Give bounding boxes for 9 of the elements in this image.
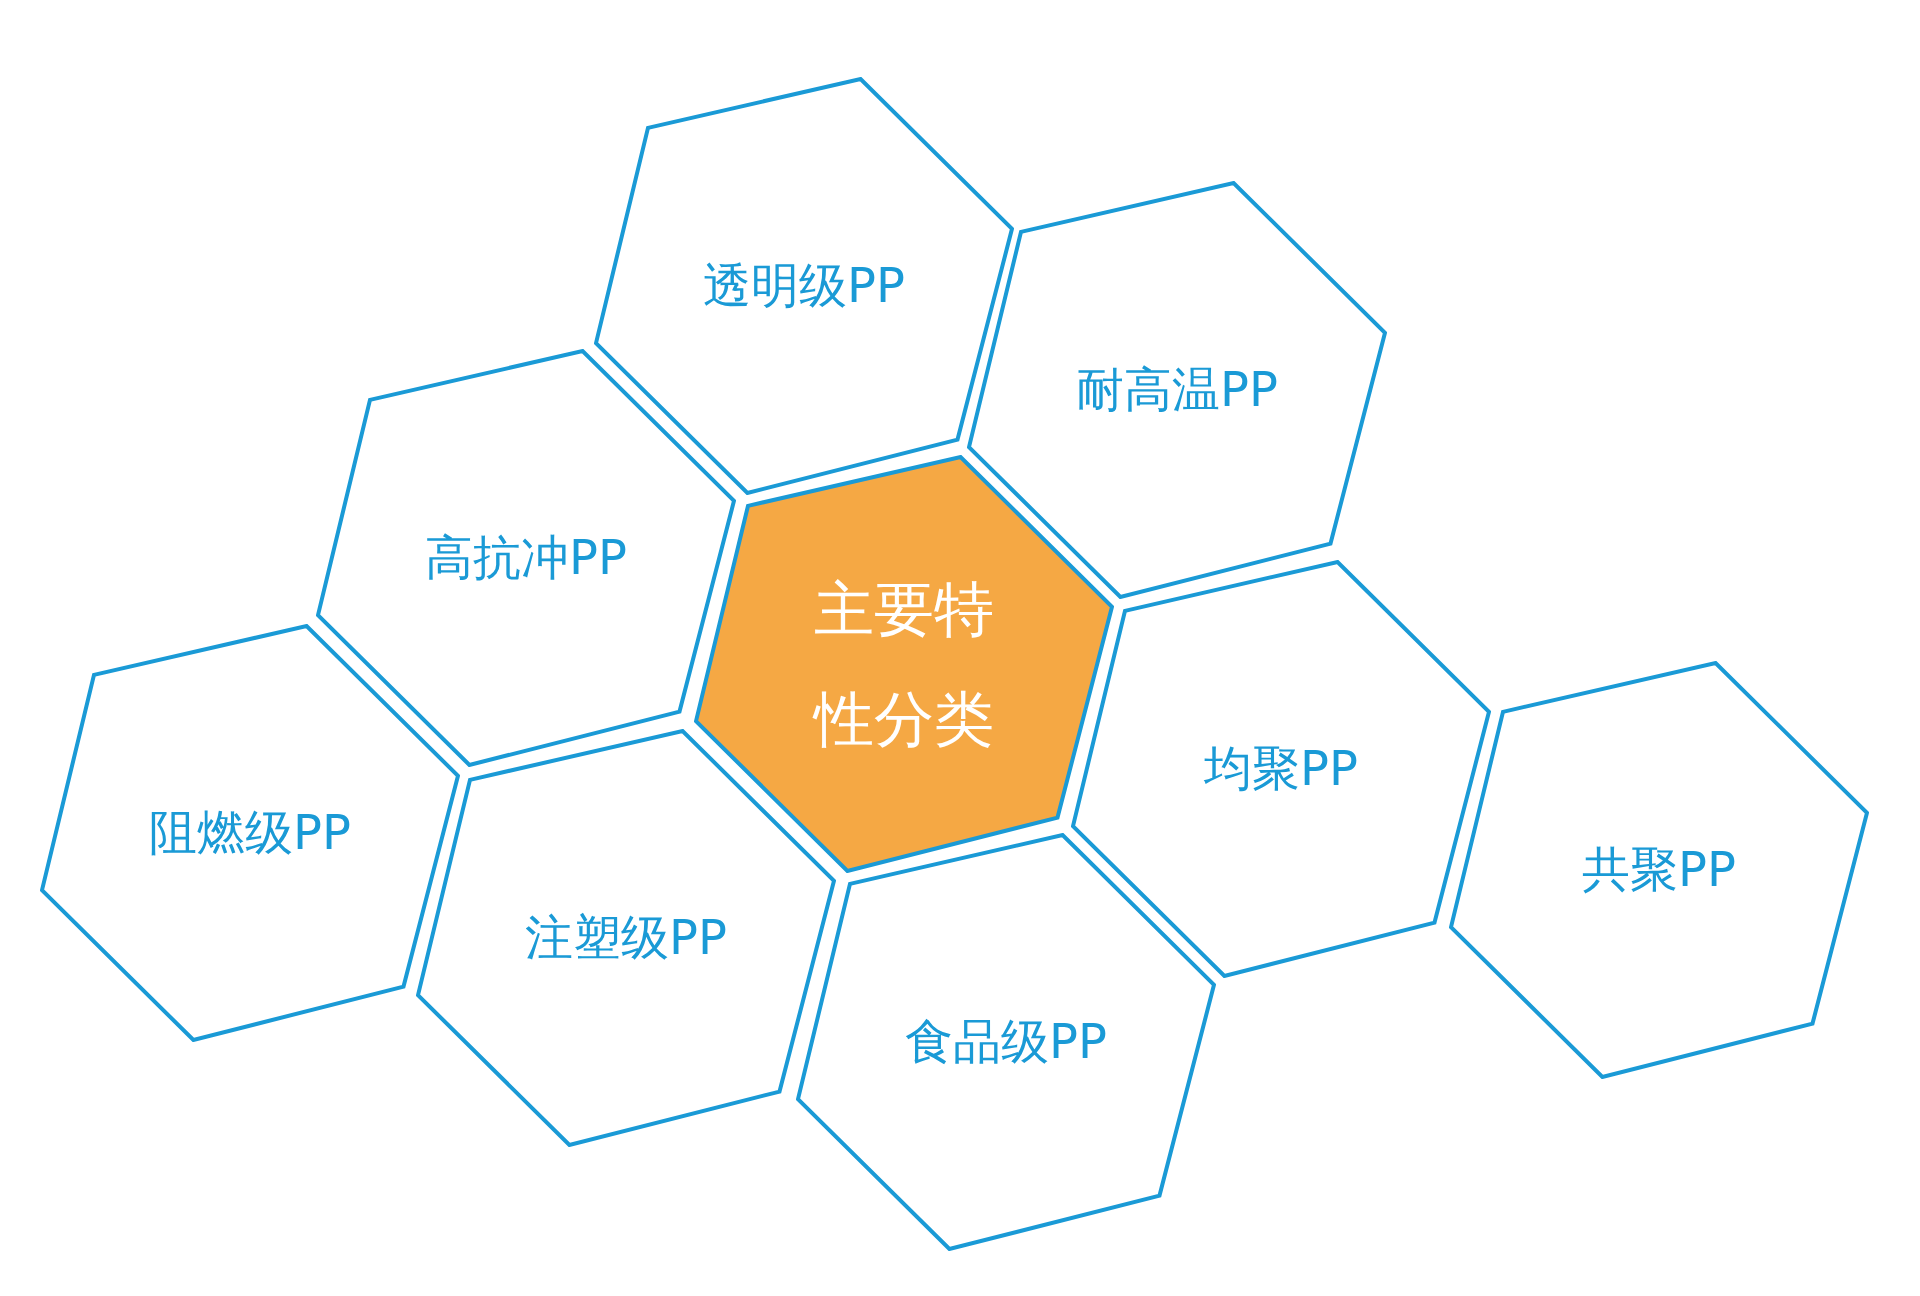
category-label: 阻燃级PP bbox=[149, 803, 351, 862]
category-label: 耐高温PP bbox=[1076, 360, 1278, 419]
category-label: 食品级PP bbox=[905, 1012, 1107, 1071]
category-label: 均聚PP bbox=[1204, 739, 1358, 798]
center-title: 主要特性分类 bbox=[811, 573, 995, 756]
category-label: 高抗冲PP bbox=[425, 528, 627, 587]
category-label: 共聚PP bbox=[1582, 840, 1736, 899]
category-label: 注塑级PP bbox=[525, 908, 727, 967]
category-label: 透明级PP bbox=[703, 256, 905, 315]
